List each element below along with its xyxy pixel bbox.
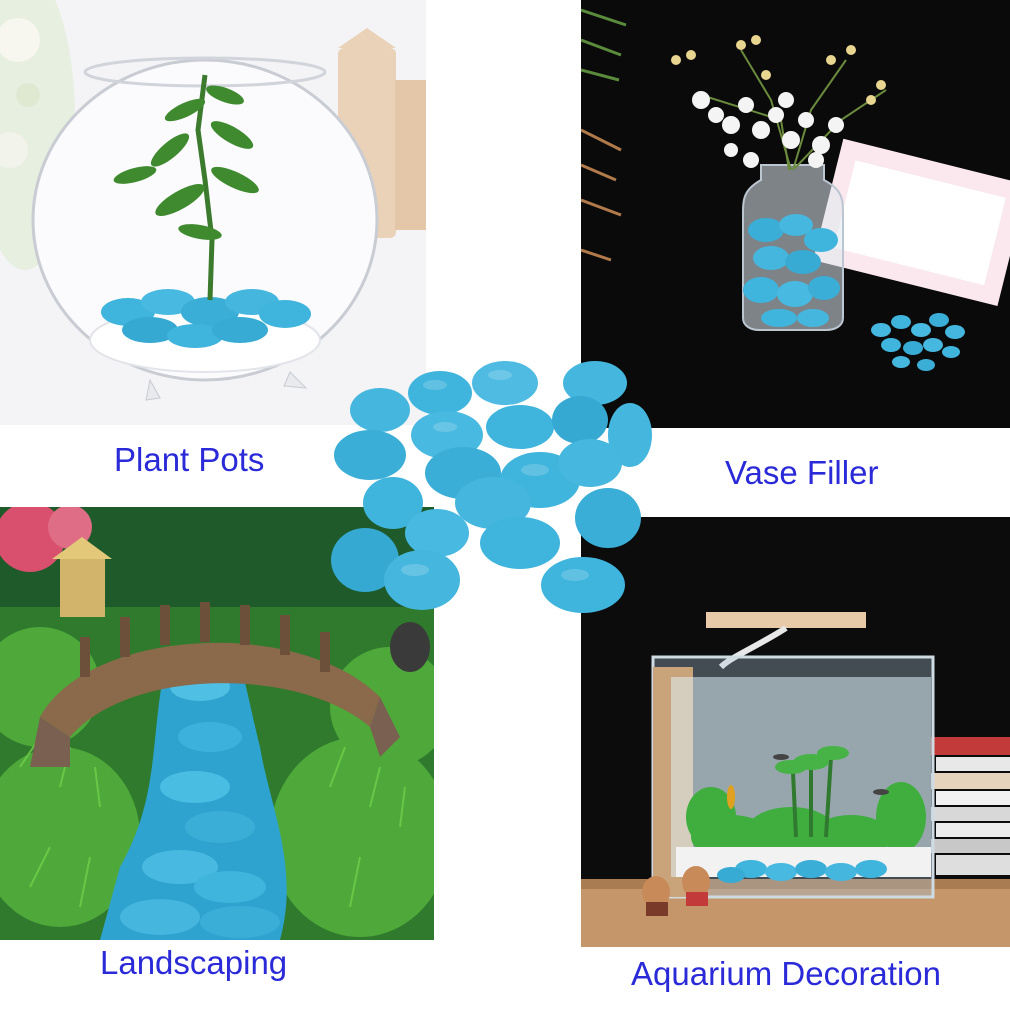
aquarium-decoration-photo [581, 517, 1010, 947]
caption-vase-filler: Vase Filler [725, 454, 879, 491]
glow-stones-image [325, 355, 660, 625]
caption-plant-pots: Plant Pots [114, 441, 265, 478]
caption-landscaping: Landscaping [100, 944, 288, 981]
vase-filler-photo [581, 0, 1010, 428]
plant-pots-photo [0, 0, 426, 425]
caption-aquarium-decoration: Aquarium Decoration [631, 955, 941, 992]
